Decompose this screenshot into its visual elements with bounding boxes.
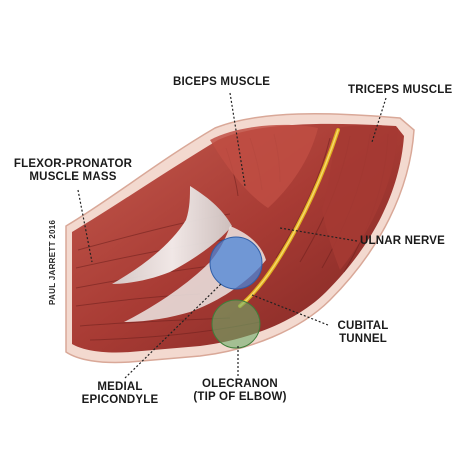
label-flexor-pronator-line2: MUSCLE MASS: [29, 171, 117, 183]
medial-epicondyle-marker: [209, 236, 263, 290]
olecranon-marker: [211, 299, 261, 349]
label-medial-epicondyle-line2: EPICONDYLE: [81, 394, 159, 406]
label-cubital-tunnel-line1: CUBITAL: [337, 320, 389, 332]
label-flexor-pronator: FLEXOR-PRONATOR MUSCLE MASS: [8, 158, 138, 184]
label-olecranon-line2: (TIP OF ELBOW): [193, 391, 287, 403]
label-cubital-tunnel: CUBITAL TUNNEL: [330, 320, 396, 346]
artist-credit: PAUL JARRETT 2016: [48, 219, 57, 305]
biceps-tendon: [112, 186, 232, 284]
label-flexor-pronator-line1: FLEXOR-PRONATOR: [13, 158, 133, 170]
biceps-muscle: [210, 124, 318, 208]
label-olecranon-line1: OLECRANON: [202, 378, 278, 390]
leader-lines: [77, 92, 387, 379]
label-biceps-muscle: BICEPS MUSCLE: [173, 76, 271, 88]
label-olecranon: OLECRANON (TIP OF ELBOW): [180, 378, 300, 404]
label-medial-epicondyle-line1: MEDIAL: [97, 381, 143, 393]
label-ulnar-nerve: ULNAR NERVE: [360, 235, 446, 247]
label-triceps-muscle: TRICEPS MUSCLE: [348, 84, 453, 96]
label-cubital-tunnel-line2: TUNNEL: [339, 333, 387, 345]
triceps-muscle: [322, 125, 398, 270]
label-medial-epicondyle: MEDIAL EPICONDYLE: [60, 381, 180, 407]
